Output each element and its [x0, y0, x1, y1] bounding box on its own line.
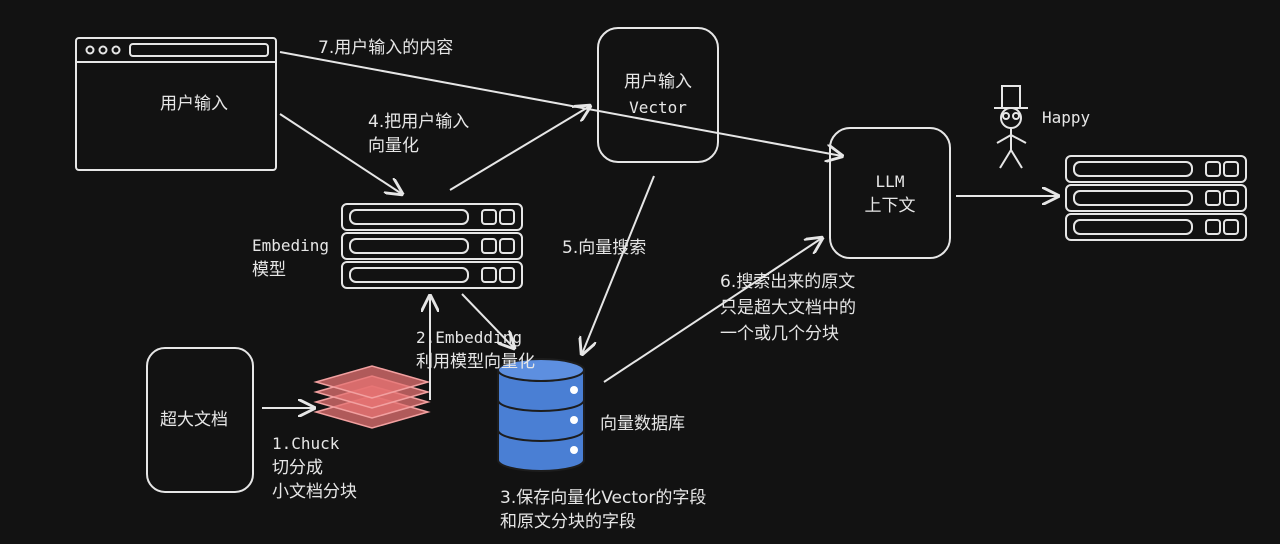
step1-label-3: 小文档分块 [272, 482, 357, 502]
llm-label-2: 上下文 [864, 196, 916, 216]
step2-label-2: 利用模型向量化 [416, 352, 535, 372]
vector-db-label: 向量数据库 [600, 414, 685, 434]
database-icon [497, 358, 585, 472]
output-server-stack-icon [1065, 155, 1247, 241]
big-document-label: 超大文档 [160, 410, 228, 430]
arrow-icon [603, 238, 822, 383]
llm-label-1: LLM [875, 172, 905, 191]
user-input-vector-box [597, 27, 719, 163]
arrow-icon [279, 113, 402, 194]
step6-label-2: 只是超大文档中的 [720, 298, 856, 318]
embedding-model-label-2: 模型 [252, 260, 286, 280]
step4-label-1: 4.把用户输入 [368, 112, 470, 132]
user-input-vector-label-2: Vector [629, 98, 687, 117]
step7-label: 7.用户输入的内容 [318, 38, 454, 58]
step1-label-2: 切分成 [272, 458, 323, 478]
llm-context-box [829, 127, 951, 259]
embedding-server-stack-icon [341, 203, 523, 289]
step2-label-1: 2.Embedding [416, 328, 522, 347]
browser-window-icon [75, 37, 277, 171]
step6-label-1: 6.搜索出来的原文 [720, 272, 856, 292]
user-input-vector-label-1: 用户输入 [624, 72, 692, 92]
arrow-icon [582, 175, 655, 354]
document-chunks-icon [313, 365, 431, 429]
step5-label: 5.向量搜索 [562, 238, 647, 258]
arrow-icon [461, 293, 514, 348]
big-document-box [146, 347, 254, 493]
arrow-icon [449, 106, 590, 191]
arrow-icon [279, 51, 842, 156]
step1-label-1: 1.Chuck [272, 434, 340, 453]
user-input-window-label: 用户输入 [160, 94, 228, 114]
embedding-model-label-1: Embeding [252, 236, 330, 255]
step3-label-1: 3.保存向量化Vector的字段 [500, 488, 707, 508]
step6-label-3: 一个或几个分块 [720, 324, 839, 344]
step4-label-2: 向量化 [368, 136, 419, 156]
stick-figure-icon [994, 85, 1028, 169]
step3-label-2: 和原文分块的字段 [500, 512, 636, 532]
happy-label: Happy [1042, 108, 1091, 127]
